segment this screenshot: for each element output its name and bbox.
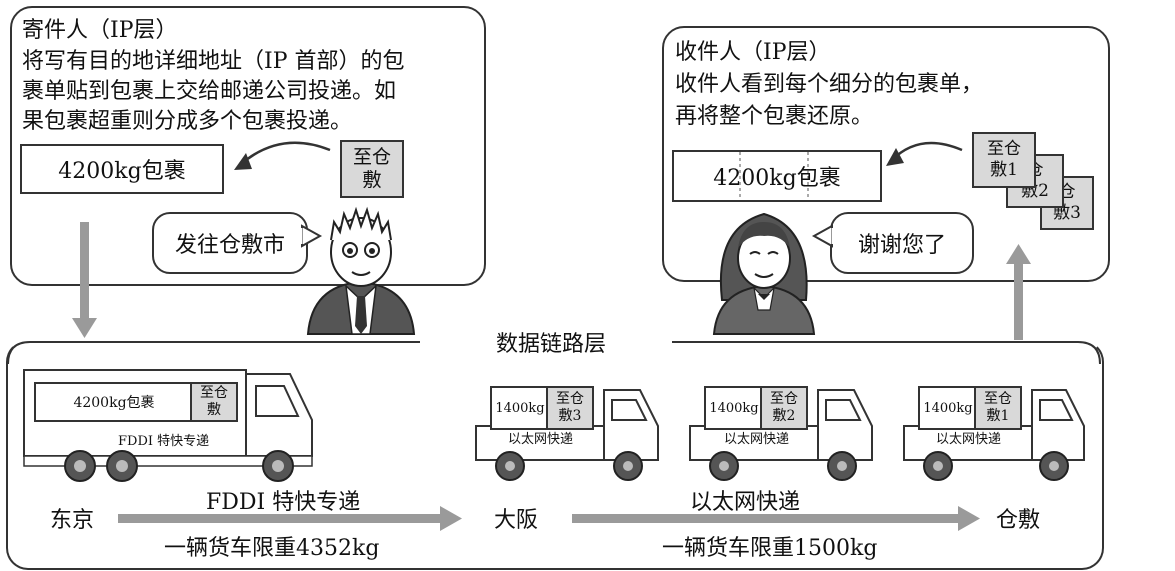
city-kurashiki: 仓敷 [996, 502, 1040, 534]
route2-limit: 一辆货车限重1500kg [662, 530, 877, 562]
city-tokyo: 东京 [50, 502, 94, 534]
route2-service: 以太网快递 [690, 484, 800, 516]
route1-service: FDDI 特快专递 [206, 484, 360, 516]
route1-limit: 一辆货车限重4352kg [164, 530, 379, 562]
city-osaka: 大阪 [494, 502, 538, 534]
